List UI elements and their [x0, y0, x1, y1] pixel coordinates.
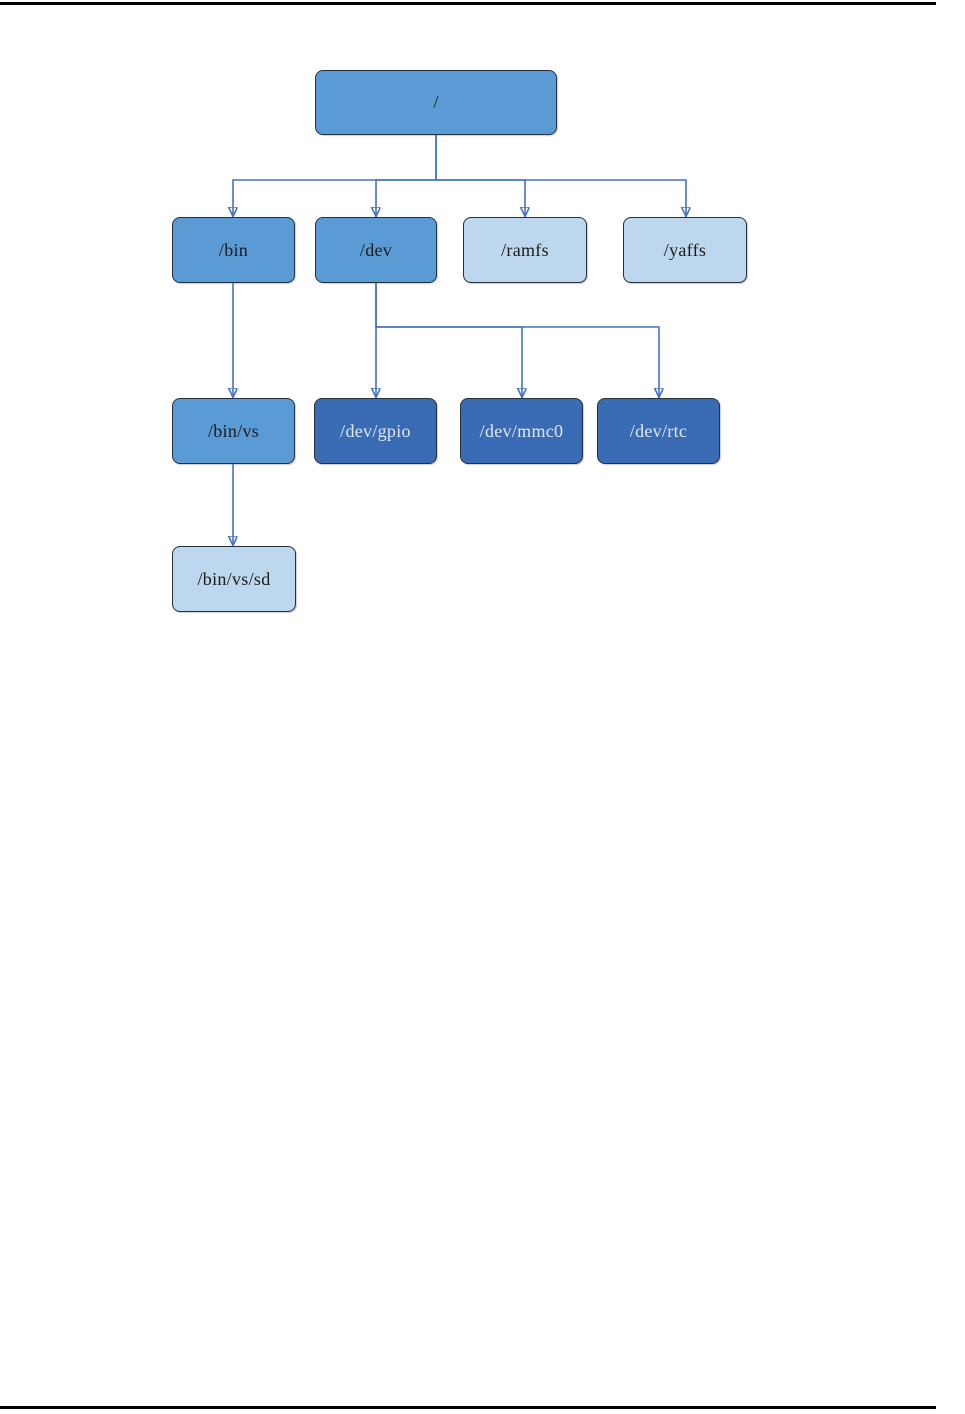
- node-bin-vs-sd-label: /bin/vs/sd: [197, 568, 271, 589]
- filesystem-tree-diagram: / /bin /dev /ramfs /yaffs /bin/vs /dev/g…: [0, 0, 965, 700]
- node-dev-gpio: /dev/gpio: [314, 398, 437, 464]
- edge-dev-devmmc0: [375, 283, 522, 396]
- node-ramfs-label: /ramfs: [501, 239, 549, 260]
- node-bin-vs: /bin/vs: [172, 398, 295, 464]
- node-dev-rtc: /dev/rtc: [597, 398, 720, 464]
- edge-root-bin: [233, 135, 437, 215]
- node-bin: /bin: [172, 217, 295, 283]
- node-dev-rtc-label: /dev/rtc: [629, 420, 688, 441]
- page-top-rule: [0, 2, 936, 5]
- connector-lines: [0, 135, 965, 700]
- edge-root-ramfs: [436, 179, 525, 215]
- node-root-label: /: [433, 92, 439, 112]
- node-ramfs: /ramfs: [463, 217, 587, 283]
- edge-root-yaffs: [436, 179, 686, 215]
- node-root: /: [315, 70, 557, 135]
- node-dev-label: /dev: [359, 239, 393, 260]
- node-dev-mmc0-label: /dev/mmc0: [479, 420, 564, 441]
- page-bottom-rule: [0, 1406, 936, 1409]
- node-bin-label: /bin: [218, 239, 249, 260]
- node-bin-vs-label: /bin/vs: [207, 420, 260, 441]
- node-yaffs-label: /yaffs: [663, 239, 707, 260]
- edge-root-dev: [376, 135, 437, 215]
- node-bin-vs-sd: /bin/vs/sd: [172, 546, 296, 612]
- node-dev-mmc0: /dev/mmc0: [460, 398, 583, 464]
- node-dev-gpio-label: /dev/gpio: [340, 420, 411, 441]
- node-yaffs: /yaffs: [623, 217, 747, 283]
- node-dev: /dev: [315, 217, 437, 283]
- edge-dev-devrtc: [376, 326, 659, 396]
